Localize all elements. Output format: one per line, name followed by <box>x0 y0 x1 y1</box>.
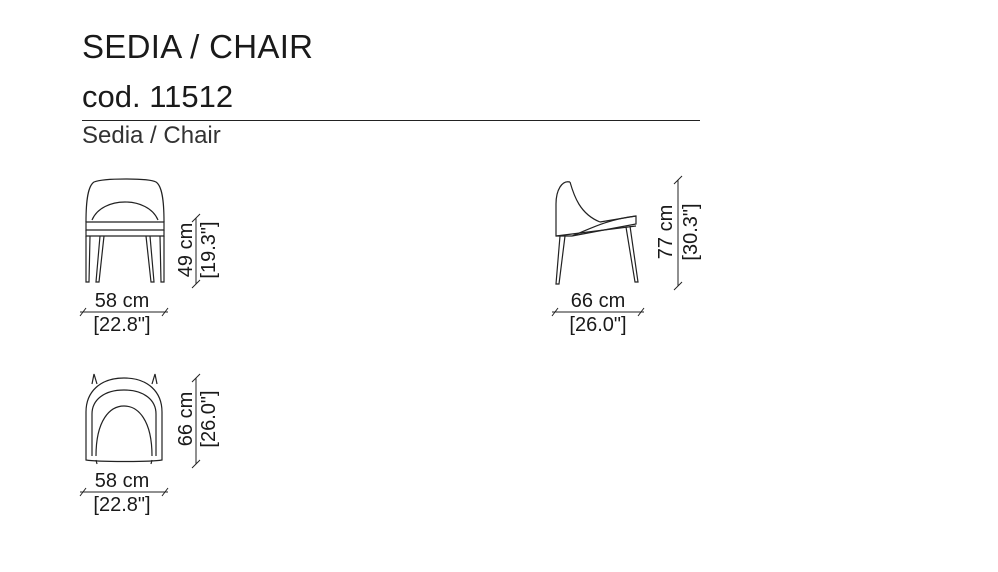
top-width-dimension <box>79 487 169 497</box>
side-width-in: [26.0"] <box>569 314 626 336</box>
front-width-in: [22.8"] <box>93 314 150 336</box>
top-depth-cm: 66 cm <box>175 392 197 446</box>
top-width-in: [22.8"] <box>93 494 150 516</box>
front-width-cm: 58 cm <box>95 290 149 312</box>
side-width-cm: 66 cm <box>571 290 625 312</box>
page-title: SEDIA / CHAIR <box>82 28 314 65</box>
side-view-chair <box>555 181 639 285</box>
product-code: cod. 11512 <box>82 79 234 114</box>
side-width-dimension <box>551 307 645 317</box>
side-height-in: [30.3"] <box>680 203 702 260</box>
front-height-dimension <box>191 213 201 289</box>
side-height-dimension <box>673 175 683 291</box>
front-width-dimension <box>79 307 169 317</box>
title-divider <box>82 120 700 121</box>
front-height-cm: 49 cm <box>175 223 197 277</box>
top-width-cm: 58 cm <box>95 470 149 492</box>
top-depth-dimension <box>191 373 201 469</box>
front-height-in: [19.3"] <box>198 221 220 278</box>
top-view-chair <box>85 373 163 465</box>
front-view-chair <box>85 178 165 283</box>
side-height-cm: 77 cm <box>655 205 677 259</box>
top-depth-in: [26.0"] <box>198 390 220 447</box>
page-subtitle: Sedia / Chair <box>82 122 221 149</box>
